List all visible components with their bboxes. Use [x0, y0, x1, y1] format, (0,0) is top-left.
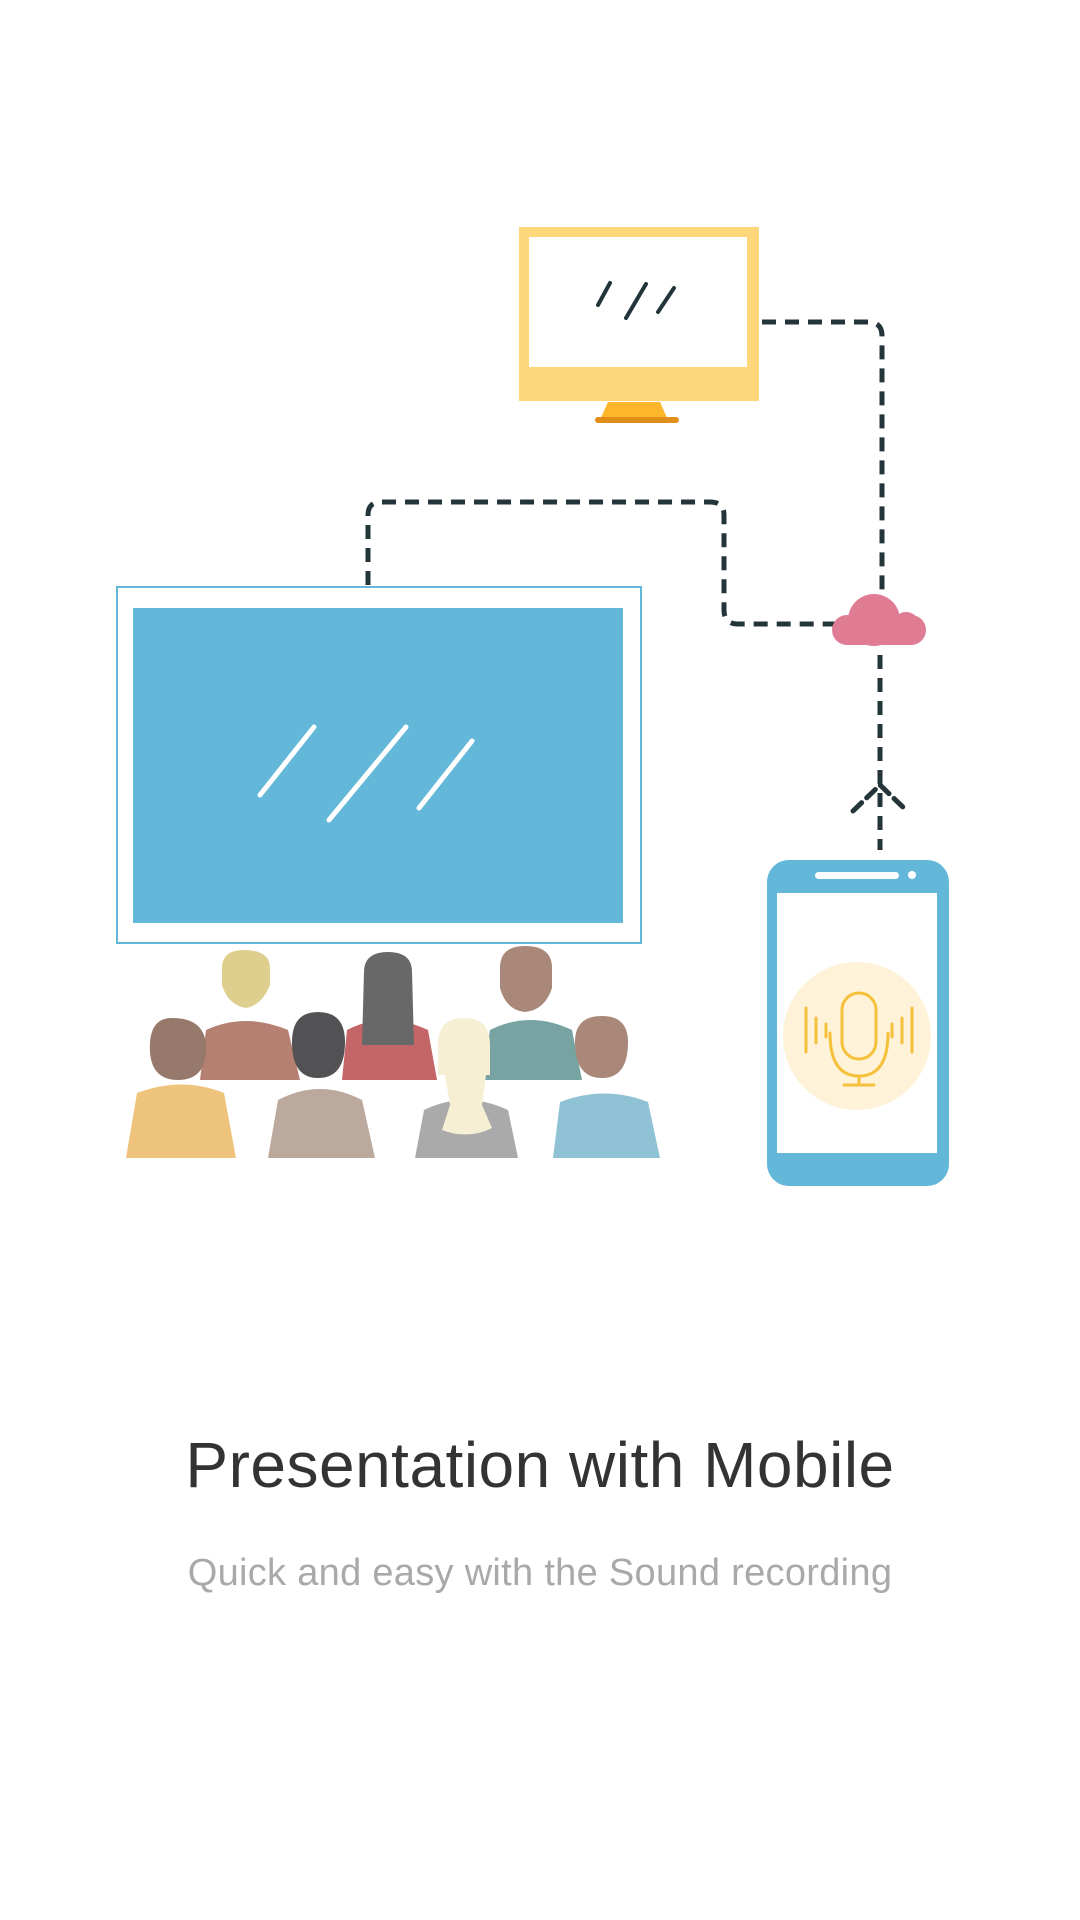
microphone-icon	[804, 991, 914, 1087]
audience-icon	[126, 946, 660, 1158]
upload-arrow-icon	[850, 781, 910, 814]
page-subtitle: Quick and easy with the Sound recording	[187, 1552, 893, 1594]
monitor-icon	[519, 227, 759, 423]
smartphone-icon	[767, 860, 949, 1186]
cloud-icon	[832, 594, 926, 646]
connection-lines	[365, 319, 885, 850]
projector-screen-icon	[116, 586, 642, 944]
page-title: Presentation with Mobile	[185, 1429, 895, 1501]
presentation-illustration	[116, 227, 949, 1186]
